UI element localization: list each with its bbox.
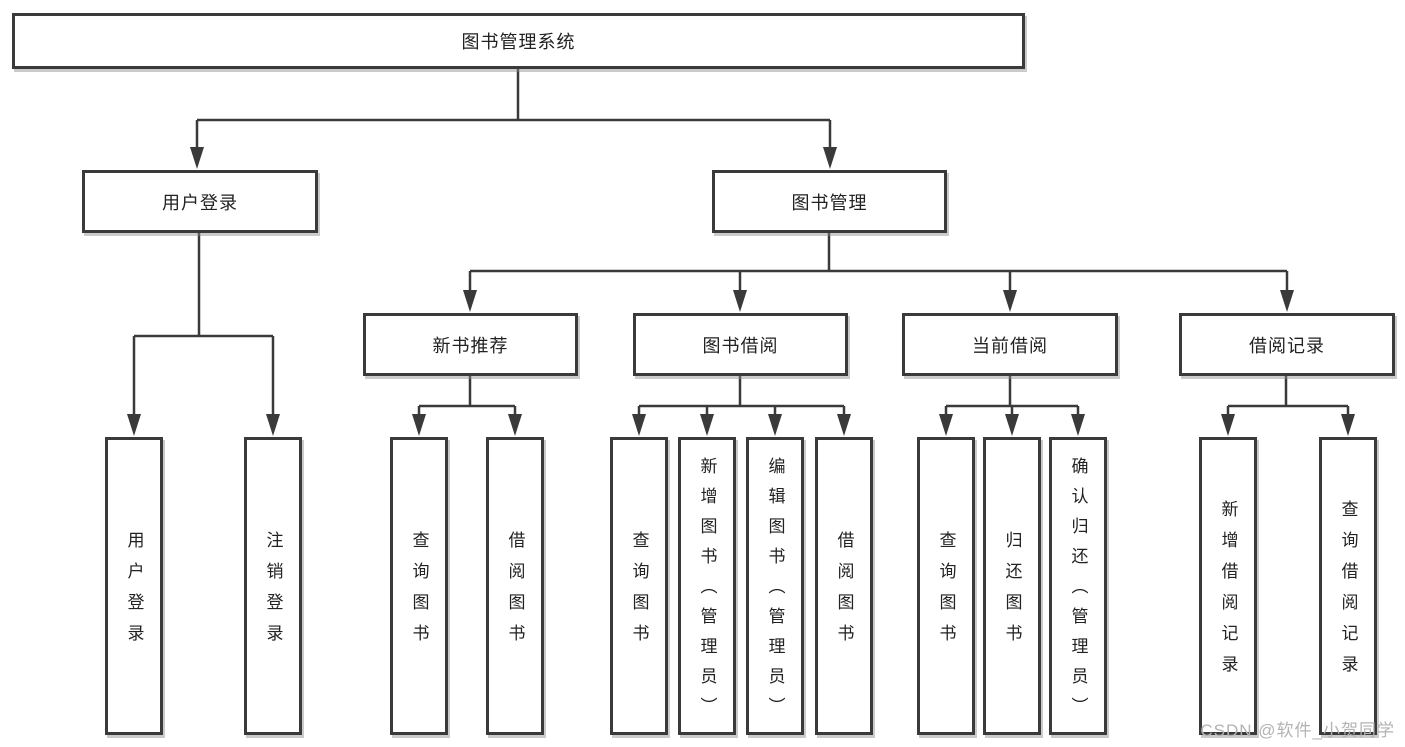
arrowhead-icon — [1341, 414, 1355, 436]
arrowhead-icon — [1005, 414, 1019, 436]
node-book-management: 图书管理 — [712, 170, 947, 233]
leaf-add-book-admin: 新增图书（管理员） — [678, 437, 736, 735]
leaf-borrow-books: 借阅图书 — [815, 437, 873, 735]
node-library-management-system: 图书管理系统 — [12, 13, 1025, 69]
leaf-edit-book-admin: 编辑图书（管理员） — [746, 437, 804, 735]
leaf-logout: 注销登录 — [244, 437, 302, 735]
node-label: 归还图书 — [1002, 531, 1022, 655]
node-user-login: 用户登录 — [82, 170, 318, 233]
arrowhead-icon — [190, 147, 204, 169]
node-label: 借阅图书 — [505, 531, 525, 655]
connector-paths — [132, 69, 1350, 418]
node-label: 图书管理系统 — [461, 32, 576, 52]
node-label: 用户登录 — [162, 192, 238, 213]
node-label: 查询图书 — [936, 531, 956, 655]
arrowhead-icon — [939, 414, 953, 436]
arrowhead-icon — [463, 290, 477, 312]
arrowhead-icon — [1003, 290, 1017, 312]
leaf-user-login: 用户登录 — [105, 437, 163, 735]
arrowheads — [127, 147, 1355, 436]
node-label: 图书借阅 — [702, 335, 779, 356]
arrowhead-icon — [632, 414, 646, 436]
arrowhead-icon — [1221, 414, 1235, 436]
leaf-borrow-books-recommend: 借阅图书 — [486, 437, 544, 735]
arrowhead-icon — [127, 414, 141, 436]
node-label: 新增借阅记录 — [1218, 500, 1238, 686]
node-label: 当前借阅 — [972, 335, 1048, 356]
leaf-query-borrow-record: 查询借阅记录 — [1319, 437, 1377, 735]
leaf-query-books-recommend: 查询图书 — [390, 437, 448, 735]
node-label: 查询借阅记录 — [1338, 500, 1358, 686]
arrowhead-icon — [768, 414, 782, 436]
node-label: 确认归还（管理员） — [1068, 457, 1088, 727]
node-label: 注销登录 — [263, 531, 283, 655]
arrowhead-icon — [837, 414, 851, 436]
arrowhead-icon — [823, 147, 837, 169]
node-label: 新增图书（管理员） — [697, 457, 717, 727]
arrowhead-icon — [733, 290, 747, 312]
leaf-query-books-current: 查询图书 — [917, 437, 975, 735]
node-label: 借阅记录 — [1249, 335, 1325, 356]
node-label: 查询图书 — [629, 531, 649, 655]
node-borrow-records: 借阅记录 — [1179, 313, 1395, 376]
leaf-return-book: 归还图书 — [983, 437, 1041, 735]
arrowhead-icon — [412, 414, 426, 436]
arrowhead-icon — [700, 414, 714, 436]
leaf-confirm-return-admin: 确认归还（管理员） — [1049, 437, 1107, 735]
node-new-book-recommend: 新书推荐 — [363, 313, 578, 376]
arrowhead-icon — [1280, 290, 1294, 312]
arrowhead-icon — [508, 414, 522, 436]
arrowhead-icon — [1071, 414, 1085, 436]
leaf-add-borrow-record: 新增借阅记录 — [1199, 437, 1257, 735]
arrowhead-icon — [266, 414, 280, 436]
leaf-query-books-borrow: 查询图书 — [610, 437, 668, 735]
node-book-borrow: 图书借阅 — [633, 313, 848, 376]
node-current-borrow: 当前借阅 — [902, 313, 1118, 376]
watermark: CSDN @软件_小贺同学 — [1200, 721, 1395, 740]
node-label: 图书管理 — [791, 192, 868, 213]
node-label: 查询图书 — [409, 531, 429, 655]
node-label: 新书推荐 — [432, 335, 509, 356]
node-label: 编辑图书（管理员） — [765, 457, 785, 727]
node-label: 用户登录 — [124, 531, 144, 655]
node-label: 借阅图书 — [834, 531, 854, 655]
